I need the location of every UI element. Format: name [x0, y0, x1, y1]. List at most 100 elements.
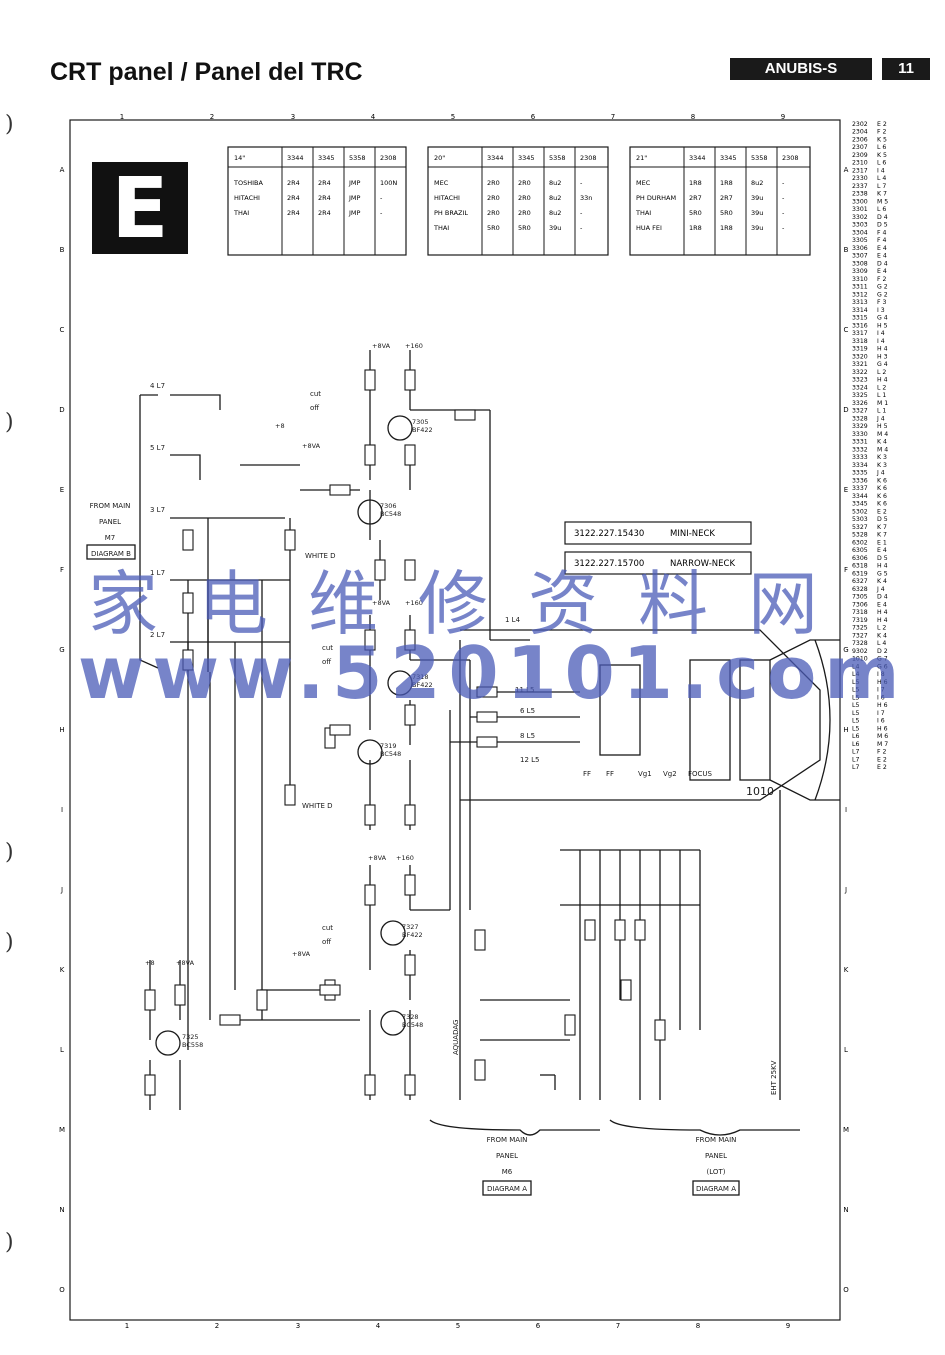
binder-mark: ): [5, 930, 14, 955]
from-main-label: FROM MAIN: [90, 502, 131, 510]
parts-index-loc: I 6: [877, 694, 885, 701]
resistor: [564, 1014, 576, 1036]
parts-index-ref: 3315: [852, 315, 868, 322]
grid-col-label: 4: [371, 113, 376, 121]
grid-row-label: E: [60, 486, 64, 494]
grid-row-label: B: [60, 246, 65, 254]
parts-index-ref: 3318: [852, 338, 868, 345]
connector-label: 11 L5: [515, 686, 535, 694]
parts-index-ref: L4: [852, 671, 859, 678]
from-main-label: FROM MAIN: [487, 1136, 528, 1144]
table-col-header: 2308: [782, 154, 799, 162]
table-size: 21": [636, 154, 647, 162]
parts-index-loc: E 2: [877, 121, 887, 128]
crt-pin-label: Vg1: [638, 770, 652, 778]
parts-index-loc: D 5: [877, 516, 888, 523]
parts-index-ref: 2307: [852, 144, 868, 151]
parts-index-loc: D 4: [877, 594, 888, 601]
parts-index-loc: F 3: [877, 299, 887, 306]
parts-index-loc: F 4: [877, 229, 887, 236]
parts-index-loc: L 6: [877, 144, 886, 151]
crt-pin-label: FF: [606, 770, 614, 778]
grid-row-label: K: [60, 966, 65, 974]
table-cell: 2R0: [518, 179, 531, 187]
grid-col-label: 2: [210, 113, 214, 121]
grid-col-label: 5: [456, 1322, 460, 1330]
grid-row-label: B: [844, 246, 849, 254]
parts-index-loc: F 4: [877, 237, 887, 244]
parts-index-loc: K 6: [877, 477, 887, 484]
parts-index-ref: L5: [852, 694, 859, 701]
table-col-header: 5358: [349, 154, 366, 162]
parts-index-loc: H 4: [877, 346, 888, 353]
connector-label: 3 L7: [150, 506, 165, 514]
resistor: [404, 444, 416, 466]
parts-index-ref: 3316: [852, 322, 868, 329]
parts-index-loc: K 5: [877, 136, 887, 143]
resistor: [256, 989, 268, 1011]
neck-type: MINI-NECK: [670, 529, 715, 539]
table-cell: 39u: [751, 209, 763, 217]
parts-index-ref: 3325: [852, 392, 868, 399]
parts-index-loc: D 2: [877, 648, 888, 655]
table-cell: 2R4: [287, 209, 300, 217]
grid-row-label: M: [59, 1126, 65, 1134]
parts-index-ref: 3329: [852, 423, 868, 430]
table-cell: 2R4: [318, 179, 331, 187]
parts-index-ref: 3303: [852, 222, 868, 229]
resistor: [364, 369, 376, 391]
parts-index-ref: 5303: [852, 516, 868, 523]
table-cell: 100N: [380, 179, 397, 187]
grid-row-label: C: [844, 326, 849, 334]
transistor-type: BC558: [182, 1041, 203, 1049]
parts-index-ref: L5: [852, 679, 859, 686]
table-cell: PH DURHAM: [636, 194, 676, 202]
grid-row-label: I: [61, 806, 63, 814]
parts-index-loc: H 5: [877, 423, 888, 430]
parts-index-ref: 3300: [852, 198, 868, 205]
parts-index-loc: I 7: [877, 687, 885, 694]
resistor: [404, 804, 416, 826]
table-cell: -: [782, 179, 785, 187]
from-main-label: (LOT): [707, 1168, 726, 1176]
parts-index-ref: 3337: [852, 485, 868, 492]
resistor: [620, 979, 632, 1001]
supply-label: +8VA: [292, 950, 311, 958]
connector-label: 4 L7: [150, 382, 165, 390]
parts-index-ref: 2337: [852, 183, 868, 190]
table-cell: 1R8: [720, 224, 733, 232]
table-col-header: 3344: [487, 154, 504, 162]
parts-index-loc: L 2: [877, 625, 886, 632]
transistor-ref: 7325: [182, 1033, 199, 1041]
parts-index-ref: L5: [852, 702, 859, 709]
parts-index-ref: 3326: [852, 400, 868, 407]
parts-index-ref: 7306: [852, 601, 868, 608]
resistor: [404, 704, 416, 726]
table-cell: PH BRAZIL: [434, 209, 468, 217]
resistor: [182, 649, 194, 671]
grid-row-label: C: [60, 326, 65, 334]
parts-index-ref: 3304: [852, 229, 868, 236]
table-cell: -: [380, 209, 383, 217]
grid-col-label: 2: [215, 1322, 219, 1330]
transistor-ref: 7328: [402, 1013, 419, 1021]
table-size: 20": [434, 154, 445, 162]
transistor-type: BF422: [402, 931, 423, 939]
grid-col-label: 6: [531, 113, 536, 121]
parts-index-ref: 3312: [852, 291, 868, 298]
table-col-header: 3345: [318, 154, 335, 162]
table-cell: 5R0: [720, 209, 733, 217]
table-cell: 2R4: [318, 194, 331, 202]
parts-index-ref: 3327: [852, 408, 868, 415]
binder-mark: ): [5, 840, 14, 865]
parts-index-loc: H 6: [877, 725, 888, 732]
parts-index-loc: K 6: [877, 493, 887, 500]
grid-col-label: 7: [616, 1322, 620, 1330]
parts-index-ref: 3310: [852, 276, 868, 283]
parts-index-ref: 2309: [852, 152, 868, 159]
supply-label: +160: [396, 854, 414, 862]
parts-index-loc: I 6: [877, 718, 885, 725]
parts-index-loc: L 2: [877, 384, 886, 391]
grid-col-label: 1: [125, 1322, 129, 1330]
